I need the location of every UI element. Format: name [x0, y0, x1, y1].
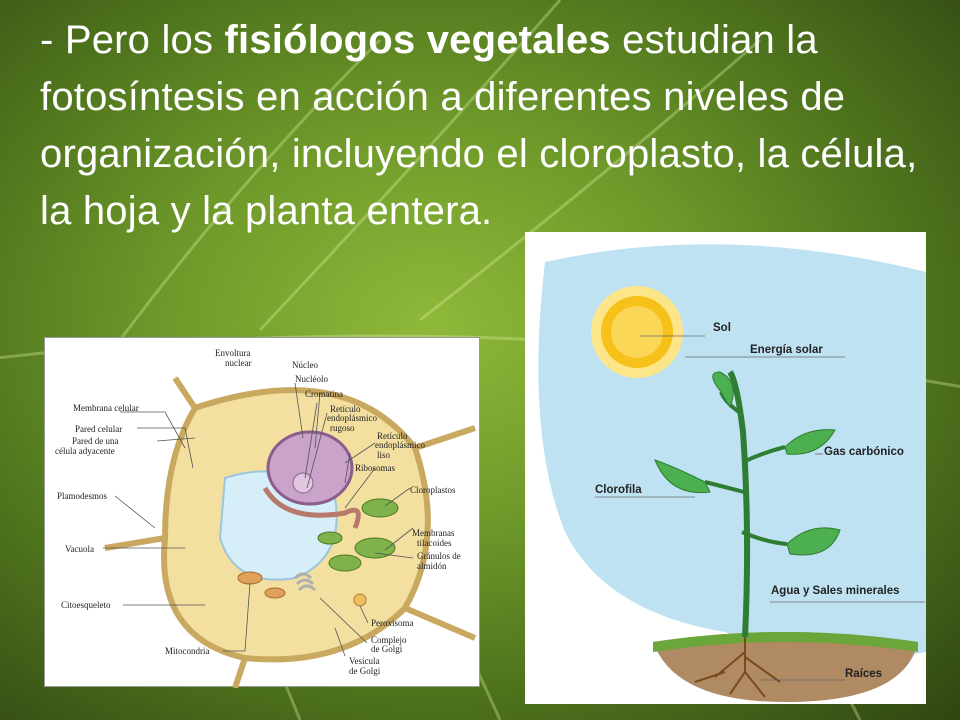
label-nucleo: Núcleo — [292, 360, 318, 370]
text-rest: estudian la fotosíntesis en acción a dif… — [40, 18, 918, 233]
label-vesicula-1: Vesícula — [349, 656, 380, 666]
label-clorofila: Clorofila — [595, 484, 642, 496]
label-envoltura: Envoltura — [215, 348, 251, 358]
label-reticulo-liso-2: endoplásmico — [375, 440, 425, 450]
plant-illustration: Sol Energía solar Gas carbónico Clorofil… — [538, 244, 926, 702]
label-complejo-golgi-2: de Golgi — [371, 644, 403, 654]
cell-illustration: Envoltura nuclear Núcleo Nucléolo Cromat… — [55, 348, 477, 688]
label-raices: Raíces — [845, 668, 882, 680]
text-intro: - Pero los — [40, 18, 225, 62]
label-nucleolo: Nucléolo — [295, 374, 328, 384]
label-vesicula-2: de Golgi — [349, 666, 381, 676]
label-pared-adyacente-1: Pared de una — [72, 436, 118, 446]
label-reticulo-liso-1: Retículo — [377, 431, 408, 441]
label-reticulo-rugoso-1: Retículo — [330, 404, 361, 414]
label-peroxisoma: Peroxisoma — [371, 618, 414, 628]
label-reticulo-rugoso-3: rugoso — [330, 423, 355, 433]
label-cloroplastos: Cloroplastos — [410, 485, 456, 495]
label-cromatina: Cromatina — [305, 389, 343, 399]
slide-body-text: - Pero los fisiólogos vegetales estudian… — [40, 12, 930, 240]
label-membranas-tilacoides-2: tilacoides — [417, 538, 452, 548]
label-granulos-2: almidón — [417, 561, 447, 571]
plant-cell-diagram: Envoltura nuclear Núcleo Nucléolo Cromat… — [44, 337, 480, 688]
label-membrana-celular: Membrana celular — [73, 403, 139, 413]
label-granulos-1: Gránulos de — [417, 551, 461, 561]
label-agua-sales: Agua y Sales minerales — [771, 585, 899, 597]
label-complejo-golgi-1: Complejo — [371, 635, 407, 645]
label-citoesqueleto: Citoesqueleto — [61, 600, 111, 610]
label-plasmodesmos: Plamodesmos — [57, 491, 107, 501]
label-ribosomas: Ribosomas — [355, 463, 396, 473]
label-vacuola: Vacuola — [65, 544, 94, 554]
label-mitocondria: Mitocondria — [165, 646, 210, 656]
label-gas-carbonico: Gas carbónico — [824, 446, 904, 458]
text-bold-term: fisiólogos vegetales — [224, 18, 611, 62]
label-pared-celular: Pared celular — [75, 424, 122, 434]
label-reticulo-rugoso-2: endoplásmico — [327, 413, 377, 423]
label-sol: Sol — [713, 322, 731, 334]
label-energia-solar: Energía solar — [750, 344, 823, 356]
label-membranas-tilacoides-1: Membranas — [412, 528, 455, 538]
label-pared-adyacente-2: célula adyacente — [55, 446, 115, 456]
photosynthesis-diagram: Sol Energía solar Gas carbónico Clorofil… — [525, 232, 926, 704]
label-nuclear: nuclear — [225, 358, 251, 368]
label-reticulo-liso-3: liso — [377, 450, 391, 460]
